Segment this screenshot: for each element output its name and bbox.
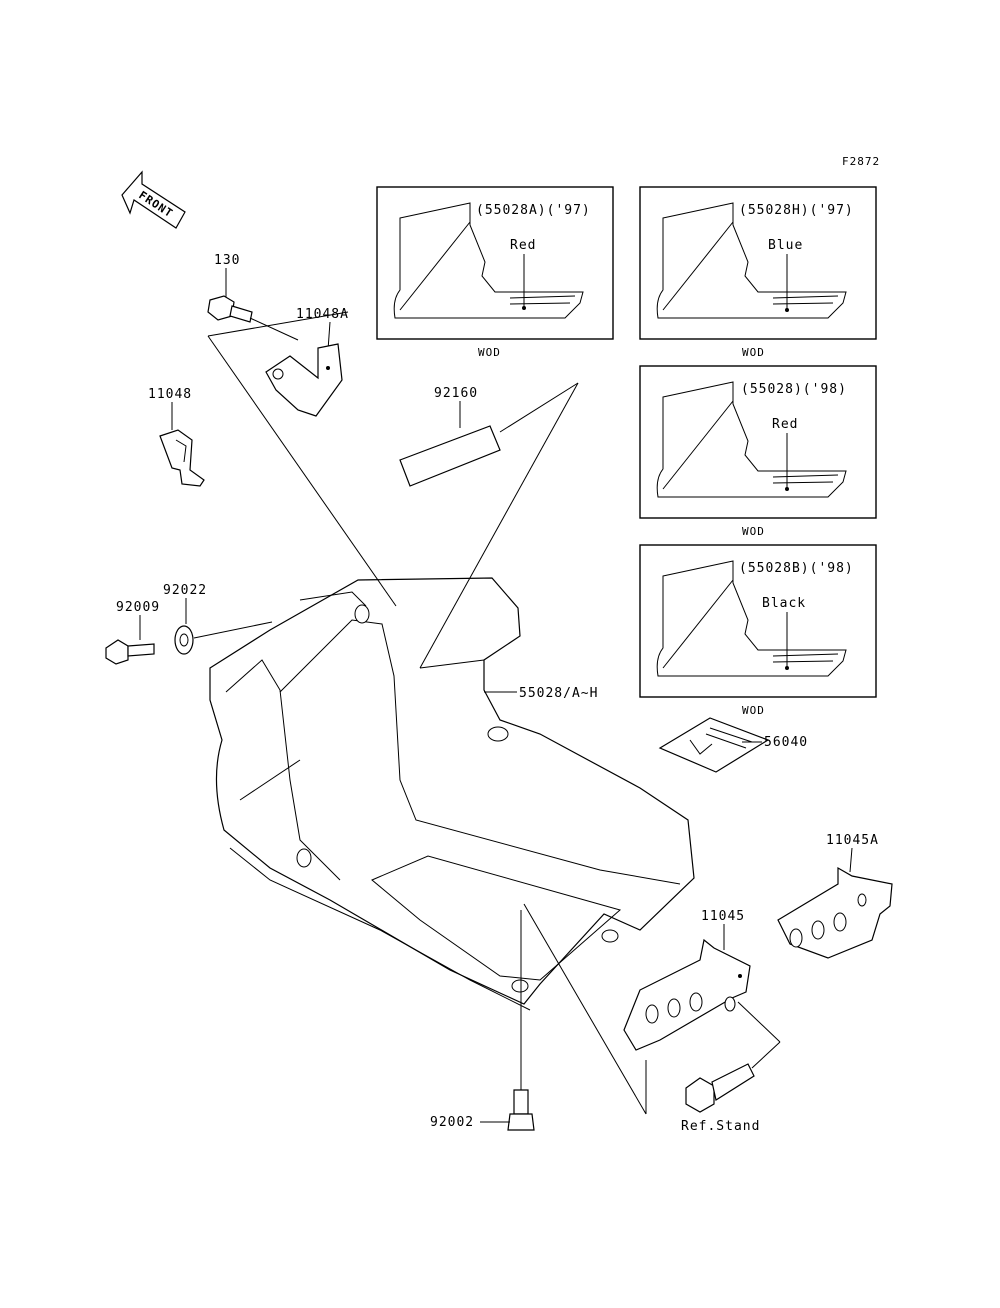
bracket-11045-icon: [623, 938, 751, 1051]
variant-box-1: (55028A)('97) Red: [376, 186, 614, 340]
sticker-92160-icon: [399, 425, 501, 487]
ref-stand-label: Ref.Stand: [681, 1119, 760, 1134]
variant-color-2: Blue: [768, 238, 803, 253]
part-label-92022: 92022: [163, 583, 207, 598]
part-label-11048: 11048: [148, 387, 192, 402]
variant-box-2: (55028H)('97) Blue: [639, 186, 877, 340]
bolt-130-icon: [207, 295, 253, 323]
variant-caption-2: WOD: [742, 346, 765, 359]
variant-code-2: (55028H)('97): [739, 203, 854, 218]
part-label-92002: 92002: [430, 1115, 474, 1130]
part-label-56040: 56040: [764, 735, 808, 750]
variant-caption-4: WOD: [742, 704, 765, 717]
bolt-92009-icon: [105, 639, 155, 665]
front-arrow-icon: FRONT: [121, 170, 186, 229]
part-label-130: 130: [214, 253, 240, 268]
variant-caption-1: WOD: [478, 346, 501, 359]
variant-color-4: Black: [762, 596, 806, 611]
part-label-92009: 92009: [116, 600, 160, 615]
variant-color-3: Red: [772, 417, 798, 432]
bolt-92002-icon: [507, 1089, 535, 1131]
washer-92022-icon: [174, 625, 194, 655]
variant-box-3: (55028)('98) Red: [639, 365, 877, 519]
part-label-11045A: 11045A: [826, 833, 879, 848]
bracket-11048A-icon: [265, 343, 343, 417]
clip-11048-icon: [159, 429, 205, 487]
variant-color-1: Red: [510, 238, 536, 253]
part-label-92160: 92160: [434, 386, 478, 401]
part-label-11045: 11045: [701, 909, 745, 924]
variant-code-4: (55028B)('98): [739, 561, 854, 576]
variant-code-3: (55028)('98): [741, 382, 847, 397]
part-label-55028AH: 55028/A~H: [519, 686, 598, 701]
lower-cowl-55028: [209, 577, 695, 1011]
variant-box-4: (55028B)('98) Black: [639, 544, 877, 698]
variant-code-1: (55028A)('97): [476, 203, 591, 218]
bracket-11045A-icon: [777, 866, 893, 959]
variant-caption-3: WOD: [742, 525, 765, 538]
stand-bolt-icon: [685, 1063, 755, 1113]
label-56040-icon: [658, 717, 770, 773]
figure-code: F2872: [842, 155, 880, 168]
